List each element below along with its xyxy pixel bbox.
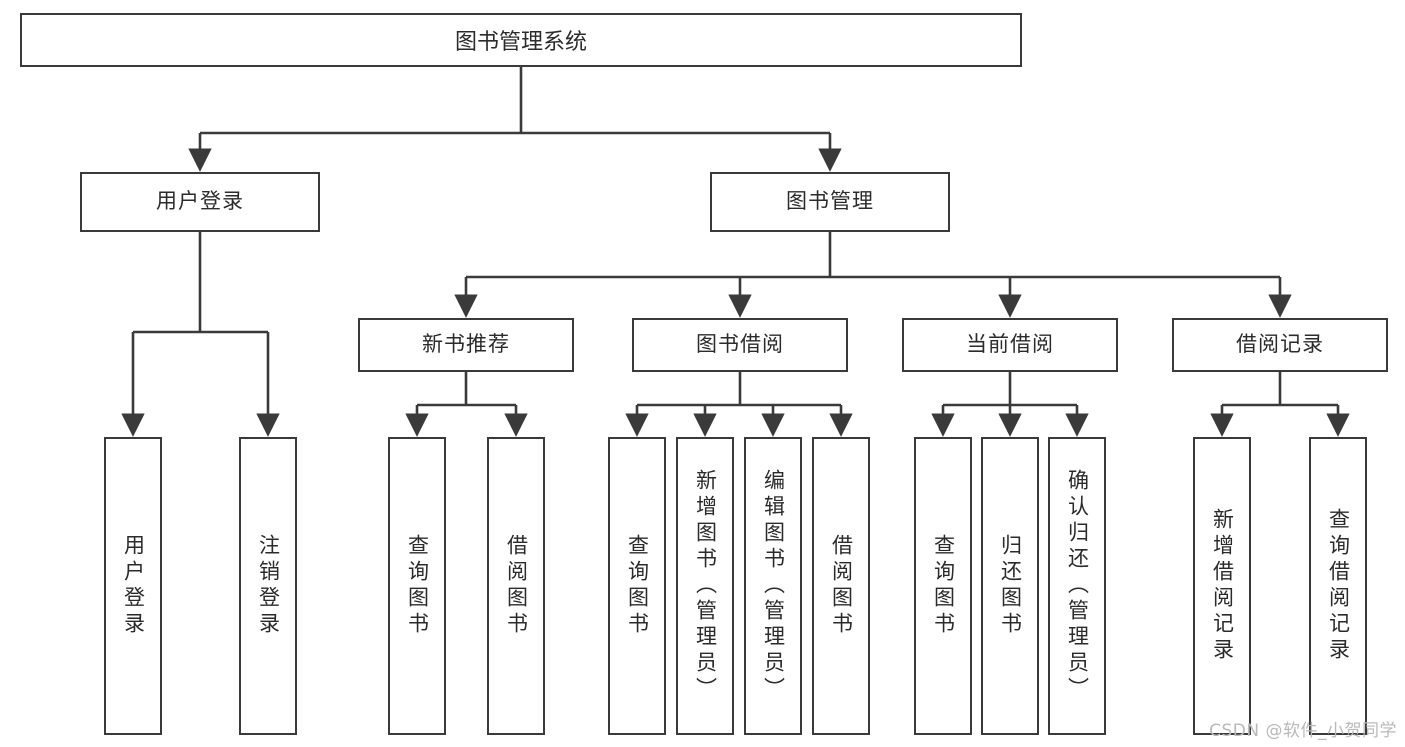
leaf-query-book-current[interactable]: 查询图书 bbox=[914, 437, 972, 735]
leaf-query-book[interactable]: 查询图书 bbox=[608, 437, 666, 735]
csdn-watermark: CSDN @软件_小贺同学 bbox=[1209, 721, 1397, 741]
leaf-label: 查询图书 bbox=[931, 534, 956, 638]
node-label: 图书管理 bbox=[786, 189, 874, 214]
leaf-label: 注销登录 bbox=[256, 534, 281, 638]
leaf-label: 查询图书 bbox=[405, 534, 430, 638]
leaf-label: 用户登录 bbox=[121, 534, 146, 638]
node-label: 用户登录 bbox=[156, 189, 244, 214]
node-label: 图书借阅 bbox=[696, 332, 784, 357]
node-label: 当前借阅 bbox=[966, 332, 1054, 357]
leaf-add-borrow-record[interactable]: 新增借阅记录 bbox=[1193, 437, 1251, 735]
leaf-query-borrow-record[interactable]: 查询借阅记录 bbox=[1309, 437, 1367, 735]
leaf-label: 归还图书 bbox=[998, 534, 1023, 638]
node-book-borrow[interactable]: 图书借阅 bbox=[632, 318, 848, 372]
node-label: 新书推荐 bbox=[422, 332, 510, 357]
node-user-login[interactable]: 用户登录 bbox=[80, 172, 320, 232]
leaf-label: 查询借阅记录 bbox=[1326, 508, 1351, 664]
leaf-query-book-recommend[interactable]: 查询图书 bbox=[388, 437, 446, 735]
leaf-label: 查询图书 bbox=[625, 534, 650, 638]
leaf-borrow-book[interactable]: 借阅图书 bbox=[812, 437, 870, 735]
leaf-user-login[interactable]: 用户登录 bbox=[104, 437, 162, 735]
leaf-confirm-return-admin[interactable]: 确认归还（管理员） bbox=[1048, 437, 1106, 735]
node-new-book-recommend[interactable]: 新书推荐 bbox=[358, 318, 574, 372]
leaf-label: 新增图书（管理员） bbox=[693, 469, 718, 703]
node-label: 借阅记录 bbox=[1236, 332, 1324, 357]
leaf-logout[interactable]: 注销登录 bbox=[239, 437, 297, 735]
leaf-label: 借阅图书 bbox=[829, 534, 854, 638]
leaf-borrow-book-recommend[interactable]: 借阅图书 bbox=[487, 437, 545, 735]
node-root-system[interactable]: 图书管理系统 bbox=[20, 13, 1022, 67]
node-borrow-record[interactable]: 借阅记录 bbox=[1172, 318, 1388, 372]
leaf-return-book[interactable]: 归还图书 bbox=[981, 437, 1039, 735]
leaf-label: 编辑图书（管理员） bbox=[761, 469, 786, 703]
leaf-add-book-admin[interactable]: 新增图书（管理员） bbox=[676, 437, 734, 735]
leaf-label: 借阅图书 bbox=[504, 534, 529, 638]
node-current-borrow[interactable]: 当前借阅 bbox=[902, 318, 1118, 372]
leaf-label: 新增借阅记录 bbox=[1210, 508, 1235, 664]
node-book-management[interactable]: 图书管理 bbox=[710, 172, 950, 232]
node-label: 图书管理系统 bbox=[454, 30, 587, 55]
leaf-label: 确认归还（管理员） bbox=[1065, 469, 1090, 703]
leaf-edit-book-admin[interactable]: 编辑图书（管理员） bbox=[744, 437, 802, 735]
